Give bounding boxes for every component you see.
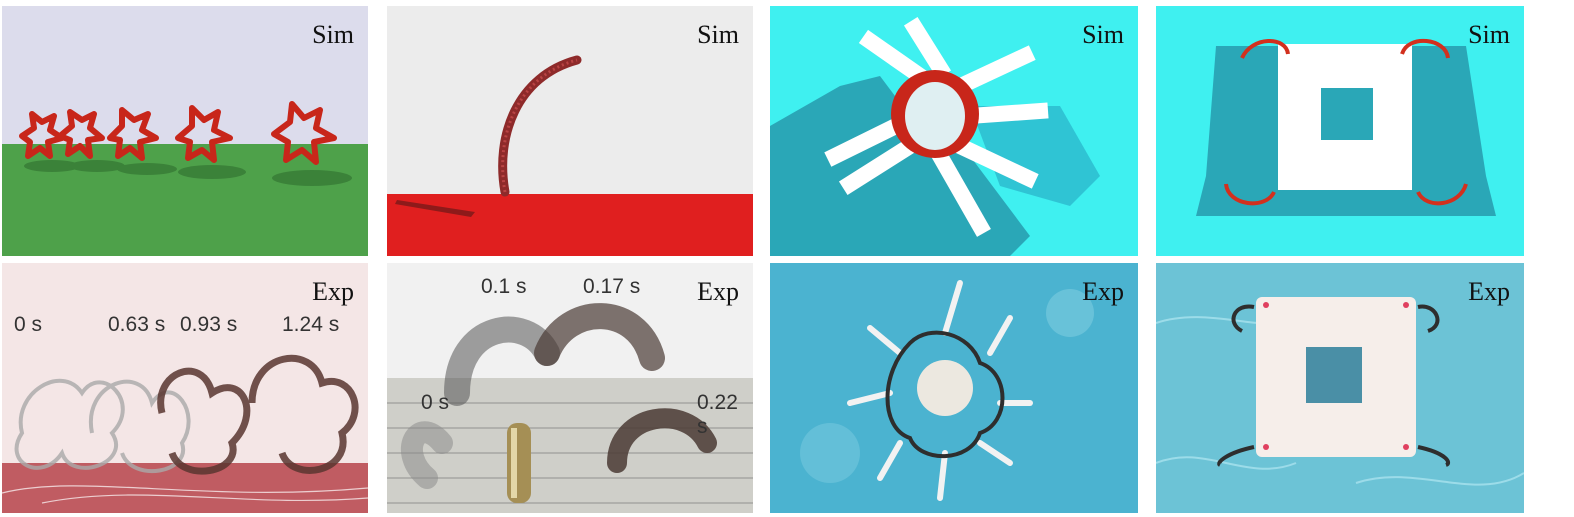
exp-jumping-scene (387, 263, 753, 513)
exp-label: Exp (312, 277, 354, 306)
exp-square-scene (1156, 263, 1524, 513)
exp-panel-jumping: Exp 0.1 s 0.17 s 0 s 0.22 s (387, 263, 753, 513)
exp-walking-scene (2, 263, 368, 513)
exp-panel-walking: Exp 0 s 0.63 s 0.93 s 1.24 s (2, 263, 368, 513)
time-label-0.22s: 0.22 s (697, 391, 738, 438)
exp-label: Exp (1082, 277, 1124, 306)
sim-panel-swimmer: Sim (770, 6, 1138, 256)
exp-panel-square: Exp (1156, 263, 1524, 513)
sim-panel-walking: Sim (2, 6, 368, 256)
exp-label: Exp (1468, 277, 1510, 306)
sim-label: Sim (1468, 20, 1510, 49)
time-label-0.1s: 0.1 s (481, 275, 527, 298)
time-label-0s: 0 s (421, 391, 450, 414)
exp-swimmer-scene (770, 263, 1138, 513)
sim-label: Sim (697, 20, 739, 49)
sim-walking-scene (2, 6, 368, 256)
sim-label: Sim (312, 20, 354, 49)
sim-square-scene (1156, 6, 1524, 256)
exp-panel-swimmer: Exp (770, 263, 1138, 513)
time-label-0.17s: 0.17 s (583, 275, 641, 298)
time-label-0s: 0 s (14, 313, 43, 336)
exp-label: Exp (697, 277, 739, 306)
sim-label: Sim (1082, 20, 1124, 49)
time-label-0.93s: 0.93 s (180, 313, 238, 336)
sim-panel-square: Sim (1156, 6, 1524, 256)
sim-swimmer-scene (770, 6, 1138, 256)
sim-panel-jumping: Sim (387, 6, 753, 256)
time-label-1.24s: 1.24 s (282, 313, 340, 336)
time-label-0.63s: 0.63 s (108, 313, 166, 336)
sim-jumping-scene (387, 6, 753, 256)
